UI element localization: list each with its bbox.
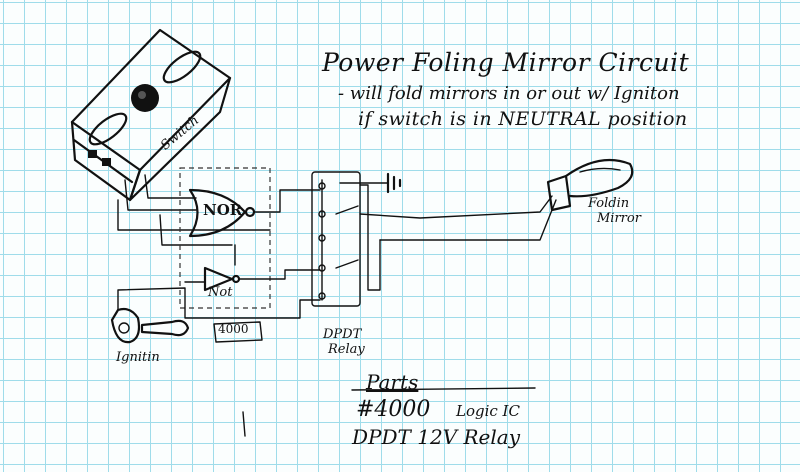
parts-item2: DPDT 12V Relay: [352, 425, 520, 449]
parts-heading: Parts: [366, 370, 419, 394]
folding-mirror-icon: [546, 158, 634, 212]
ignition-key-icon: [110, 287, 321, 344]
nor-gate-label: NOR: [203, 201, 243, 219]
mirror-wires: [359, 195, 557, 241]
relay-label-line2: Relay: [328, 342, 365, 357]
ic-outline: [179, 167, 271, 309]
parts-item1-desc: Logic IC: [456, 402, 520, 420]
ground-icon: [339, 172, 402, 194]
diagram-subtitle-line2: if switch is in NEUTRAL position: [358, 108, 688, 130]
parts-item1-code: #4000: [356, 397, 431, 422]
relay-label-line1: DPDT: [323, 327, 362, 342]
dpdt-relay-icon: [311, 171, 381, 307]
mirror-label-line2: Mirror: [597, 211, 641, 226]
not-gate-icon: [184, 244, 321, 292]
not-gate-label: Not: [208, 285, 233, 300]
nor-gate-icon: [188, 188, 321, 238]
stray-mark: [242, 411, 246, 437]
ic-label: 4000: [218, 322, 249, 336]
toggle-switch-box-icon: [70, 28, 232, 202]
ic-chip-icon: [213, 321, 263, 343]
diagram-subtitle-line1: - will fold mirrors in or out w/ Igniton: [338, 83, 680, 104]
parts-rule: [351, 387, 536, 391]
mirror-label-line1: Foldin: [588, 196, 630, 211]
diagram-title: Power Foling Mirror Circuit: [322, 48, 690, 77]
ignition-label: Ignitin: [116, 350, 160, 365]
